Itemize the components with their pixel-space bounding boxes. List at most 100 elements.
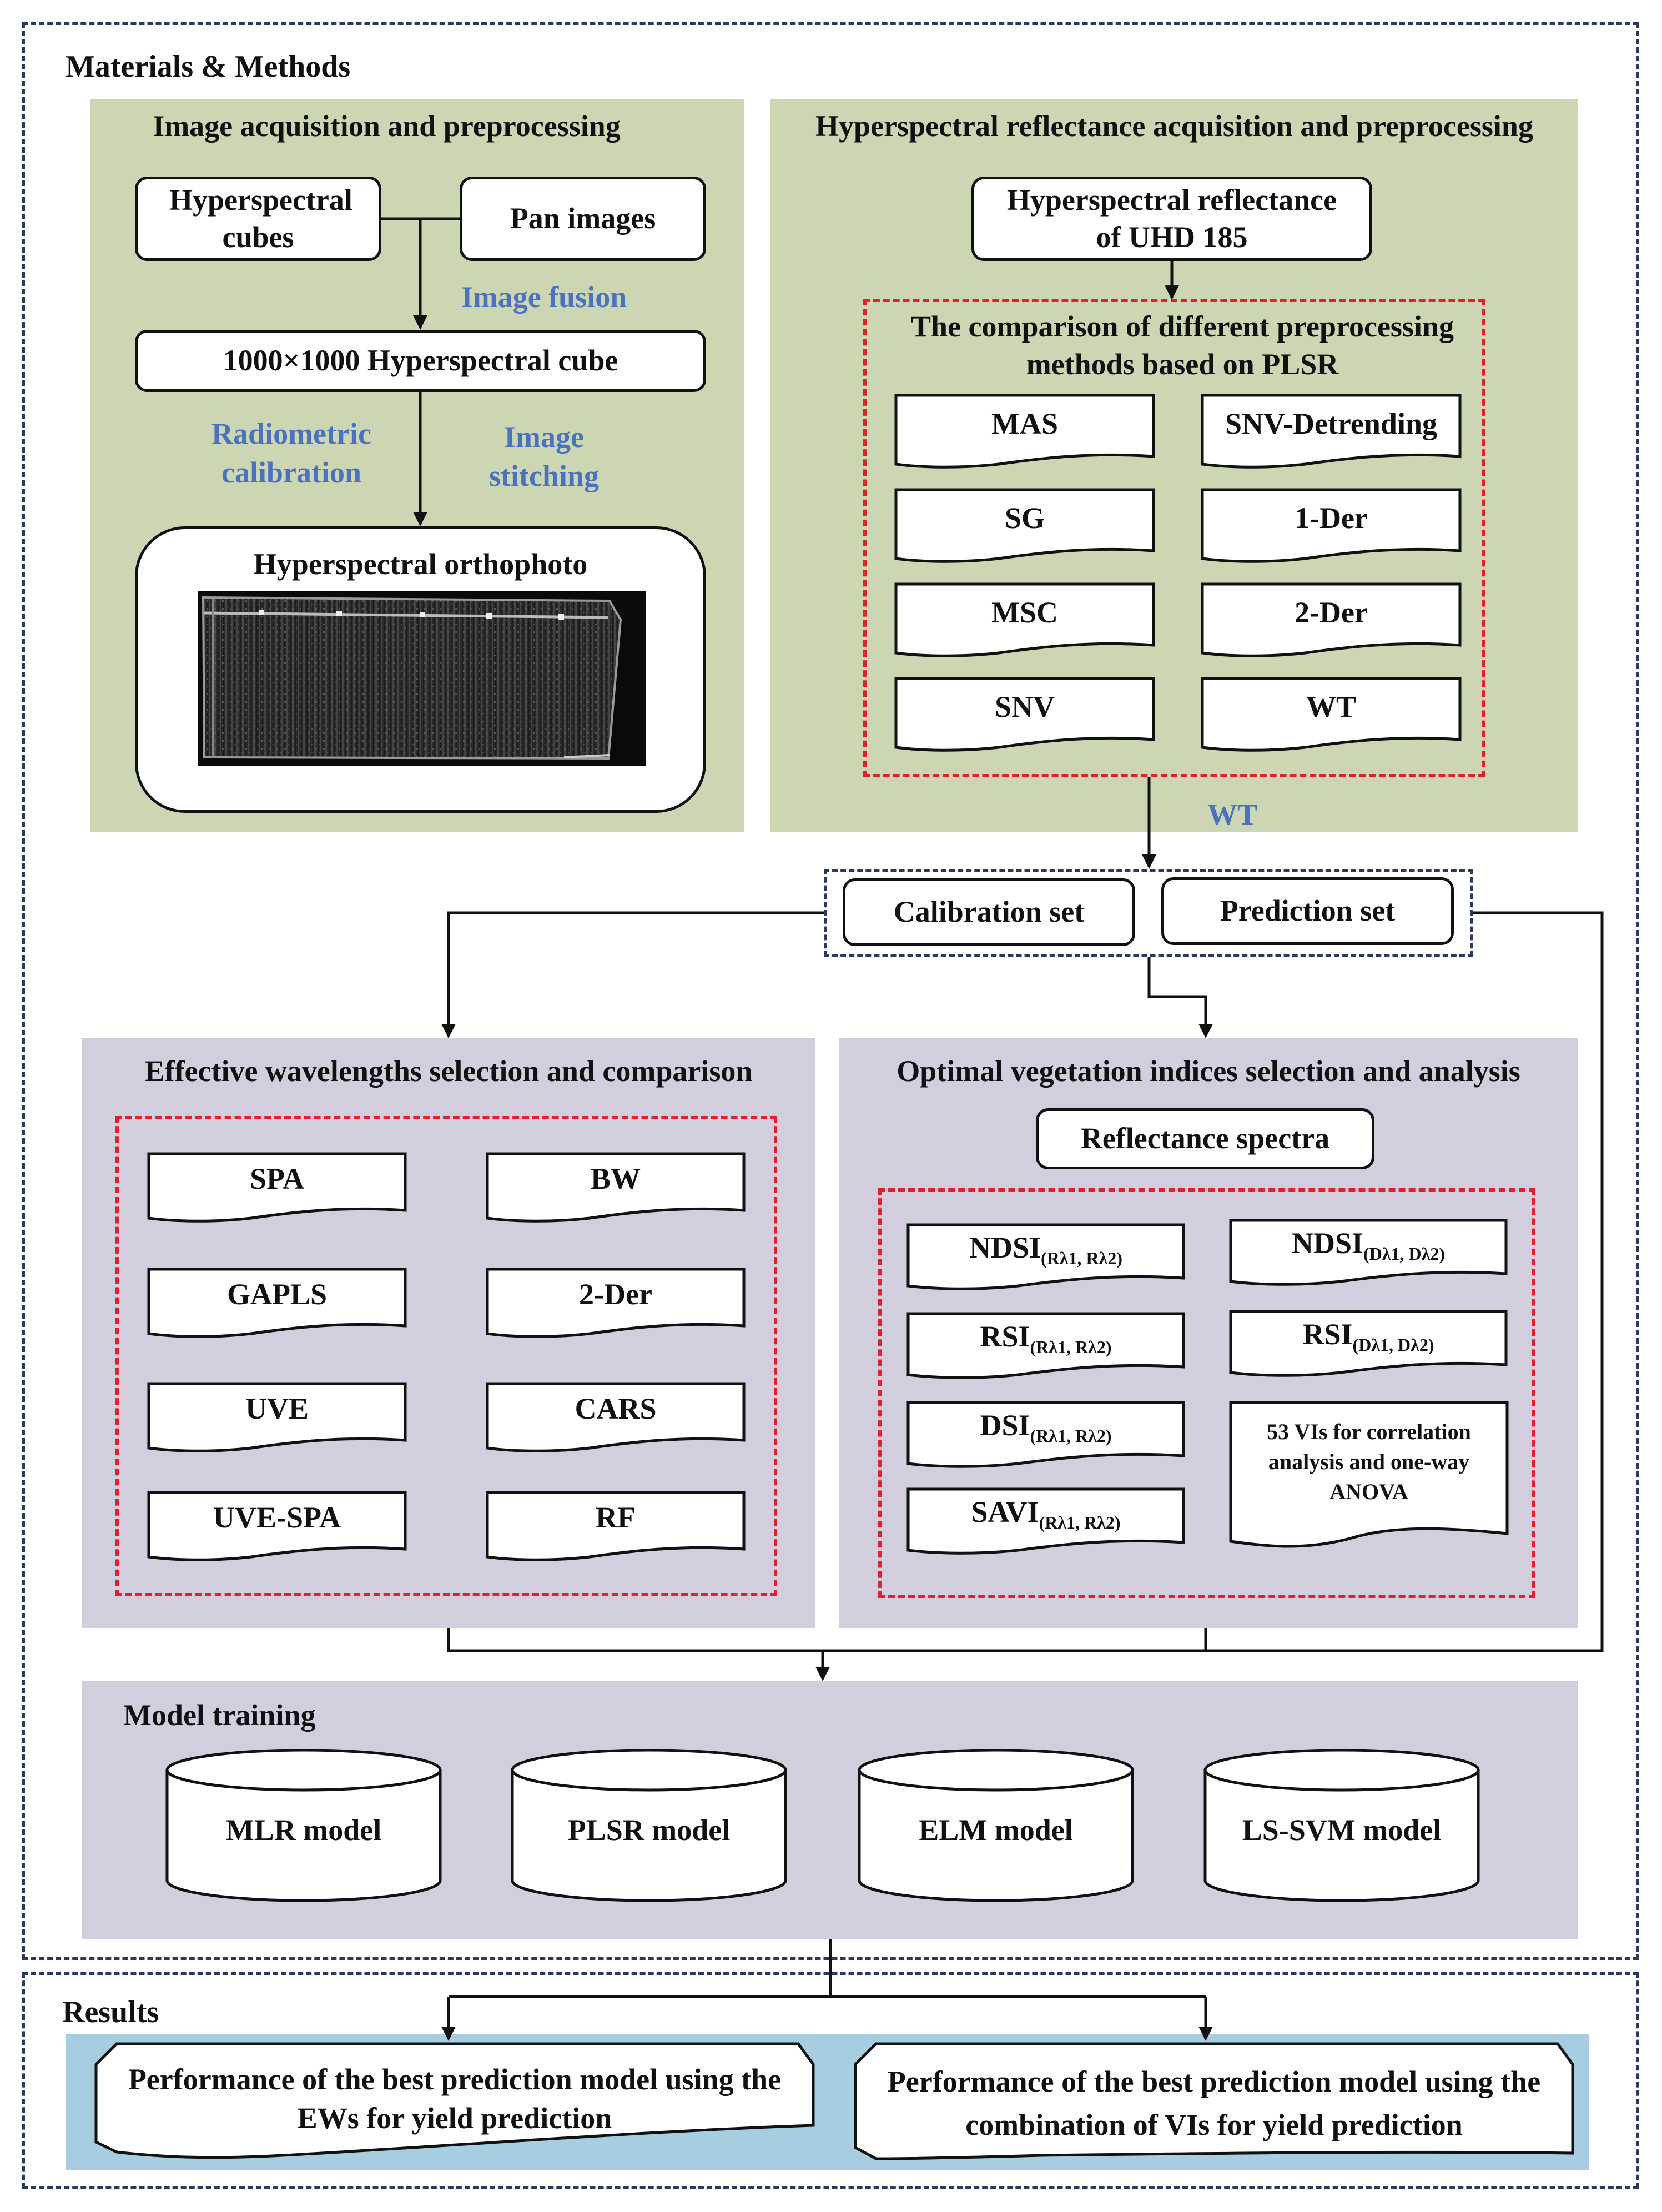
radiometric-calibration-label: Radiometric calibration [211,417,371,490]
vi-subscript: (Dλ1, Dλ2) [1352,1335,1434,1355]
prep-method-snv-detrending-doc: SNV-Detrending [1201,394,1462,470]
materials-methods-title: Materials & Methods [66,49,351,84]
effective-wavelengths-title: Effective wavelengths selection and comp… [144,1054,753,1088]
vi-name: RSI [1302,1318,1353,1351]
image-acquisition-title: Image acquisition and preprocessing [153,109,621,143]
hyperspectral-cubes-box: Hyperspectral cubes [135,177,381,261]
vi-dsi-5-doc: DSI(Rλ1, Rλ2) [906,1401,1185,1469]
model-label: LS-SVM model [1242,1813,1442,1847]
model-label: MLR model [225,1813,382,1847]
vi-ndsi-1-label: NDSI(Rλ1, Rλ2) [907,1230,1185,1269]
ew-method-uve-label: UVE [245,1392,309,1425]
calibration-set-box: Calibration set [843,878,1135,946]
model-training-title: Model training [123,1698,316,1732]
ew-method-cars-doc: CARS [486,1382,746,1454]
ew-method-2-der-label: 2-Der [579,1278,652,1311]
vi-dsi-5-label: DSI(Rλ1, Rλ2) [907,1408,1185,1446]
model-label: PLSR model [567,1813,731,1847]
hyperspectral-orthophoto-label: Hyperspectral orthophoto [253,547,588,581]
prep-method-snv-doc: SNV [894,677,1155,753]
prep-method-mas-doc: MAS [894,394,1155,470]
prep-method-msc-label: MSC [991,596,1058,629]
prep-method-2-der-doc: 2-Der [1201,582,1462,658]
ew-method-rf-doc: RF [486,1491,746,1562]
result-vis-box: Performance of the best prediction model… [854,2042,1574,2161]
vegetation-indices-title: Optimal vegetation indices selection and… [897,1054,1520,1088]
ew-method-bw-label: BW [590,1162,641,1195]
model-elm-model-cylinder: ELM model [858,1749,1134,1902]
reflectance-spectra-box: Reflectance spectra [1036,1108,1374,1169]
image-fusion-label: Image fusion [461,280,627,314]
preprocessing-comparison-group [863,299,1485,777]
vi-rsi-4-label: RSI(Dλ1, Dλ2) [1230,1317,1507,1355]
calibration-set-label: Calibration set [893,895,1085,929]
vi-ndsi-2-doc: NDSI(Dλ1, Dλ2) [1229,1219,1508,1287]
prep-method-1-der-label: 1-Der [1295,501,1368,535]
model-plsr-model-cylinder: PLSR model [511,1749,787,1902]
vi-subscript: (Rλ1, Rλ2) [1039,1512,1121,1532]
selected-preprocessing-label: WT [1207,798,1258,831]
prep-method-mas-label: MAS [991,407,1058,440]
model-label: ELM model [919,1813,1073,1847]
prep-method-msc-doc: MSC [894,582,1155,658]
ew-method-rf-label: RF [596,1501,636,1534]
reflectance-acquisition-title: Hyperspectral reflectance acquisition an… [815,109,1533,143]
vi-ndsi-1-doc: NDSI(Rλ1, Rλ2) [906,1223,1185,1291]
prep-method-sg-doc: SG [894,488,1155,564]
results-title: Results [62,1995,159,2029]
hyperspectral-cube-1000-label: 1000×1000 Hyperspectral cube [223,344,618,378]
vi-rsi-4-doc: RSI(Dλ1, Dλ2) [1229,1310,1508,1378]
vi-53-label: 53 VIs for correlation analysis and one-… [1267,1419,1471,1504]
model-mlr-model-cylinder: MLR model [165,1749,442,1902]
model-ls-svm-model-cylinder: LS-SVM model [1203,1749,1480,1902]
hyperspectral-orthophoto-image [198,591,646,766]
vi-name: DSI [980,1409,1030,1442]
vi-53-doc: 53 VIs for correlation analysis and one-… [1229,1401,1509,1551]
prep-method-snv-detrending-label: SNV-Detrending [1225,407,1437,440]
uhd-185-label: Hyperspectral reflectance of UHD 185 [1006,183,1337,254]
result-ews-label: Performance of the best prediction model… [128,2063,782,2135]
prep-method-snv-label: SNV [994,690,1055,723]
vi-rsi-3-doc: RSI(Rλ1, Rλ2) [906,1312,1185,1380]
preprocessing-comparison-title: The comparison of different preprocessin… [911,310,1454,381]
vi-subscript: (Rλ1, Rλ2) [1030,1426,1112,1446]
vi-rsi-3-label: RSI(Rλ1, Rλ2) [907,1319,1185,1358]
ew-method-uve-spa-doc: UVE-SPA [147,1491,407,1562]
ew-method-cars-label: CARS [575,1392,657,1425]
vi-subscript: (Rλ1, Rλ2) [1041,1248,1122,1268]
hyperspectral-cubes-label: Hyperspectral cubes [169,183,352,254]
vi-name: NDSI [969,1231,1041,1264]
vi-ndsi-2-label: NDSI(Dλ1, Dλ2) [1230,1226,1507,1264]
prep-method-wt-doc: WT [1201,677,1462,753]
ew-method-gapls-doc: GAPLS [147,1268,407,1339]
prep-method-sg-label: SG [1004,501,1045,535]
ew-method-spa-doc: SPA [147,1152,407,1224]
prediction-set-label: Prediction set [1220,894,1396,928]
reflectance-spectra-label: Reflectance spectra [1080,1122,1330,1155]
vi-savi-6-doc: SAVI(Rλ1, Rλ2) [906,1487,1185,1556]
ew-method-spa-label: SPA [249,1162,304,1195]
ew-method-uve-doc: UVE [147,1382,407,1454]
pan-images-box: Pan images [460,177,706,261]
vi-name: SAVI [971,1495,1039,1529]
vi-subscript: (Rλ1, Rλ2) [1030,1337,1112,1357]
prediction-set-box: Prediction set [1161,877,1454,945]
hyperspectral-cube-1000-box: 1000×1000 Hyperspectral cube [135,330,706,392]
result-vis-label: Performance of the best prediction model… [887,2065,1541,2142]
image-stitching-label: Image stitching [488,420,600,493]
pan-images-label: Pan images [510,202,656,235]
wavelength-methods-group [115,1116,777,1596]
vi-savi-6-label: SAVI(Rλ1, Rλ2) [907,1495,1185,1533]
uhd-185-box: Hyperspectral reflectance of UHD 185 [971,177,1372,261]
prep-method-wt-label: WT [1306,690,1357,723]
ew-method-2-der-doc: 2-Der [486,1268,746,1339]
result-ews-box: Performance of the best prediction model… [94,2042,815,2161]
ew-method-uve-spa-label: UVE-SPA [213,1501,341,1534]
ew-method-gapls-label: GAPLS [226,1278,328,1311]
prep-method-1-der-doc: 1-Der [1201,488,1462,564]
vi-name: NDSI [1291,1226,1364,1260]
prep-method-2-der-label: 2-Der [1295,596,1368,629]
ew-method-bw-doc: BW [486,1152,746,1224]
vi-name: RSI [980,1320,1030,1353]
vi-subscript: (Dλ1, Dλ2) [1363,1244,1445,1264]
